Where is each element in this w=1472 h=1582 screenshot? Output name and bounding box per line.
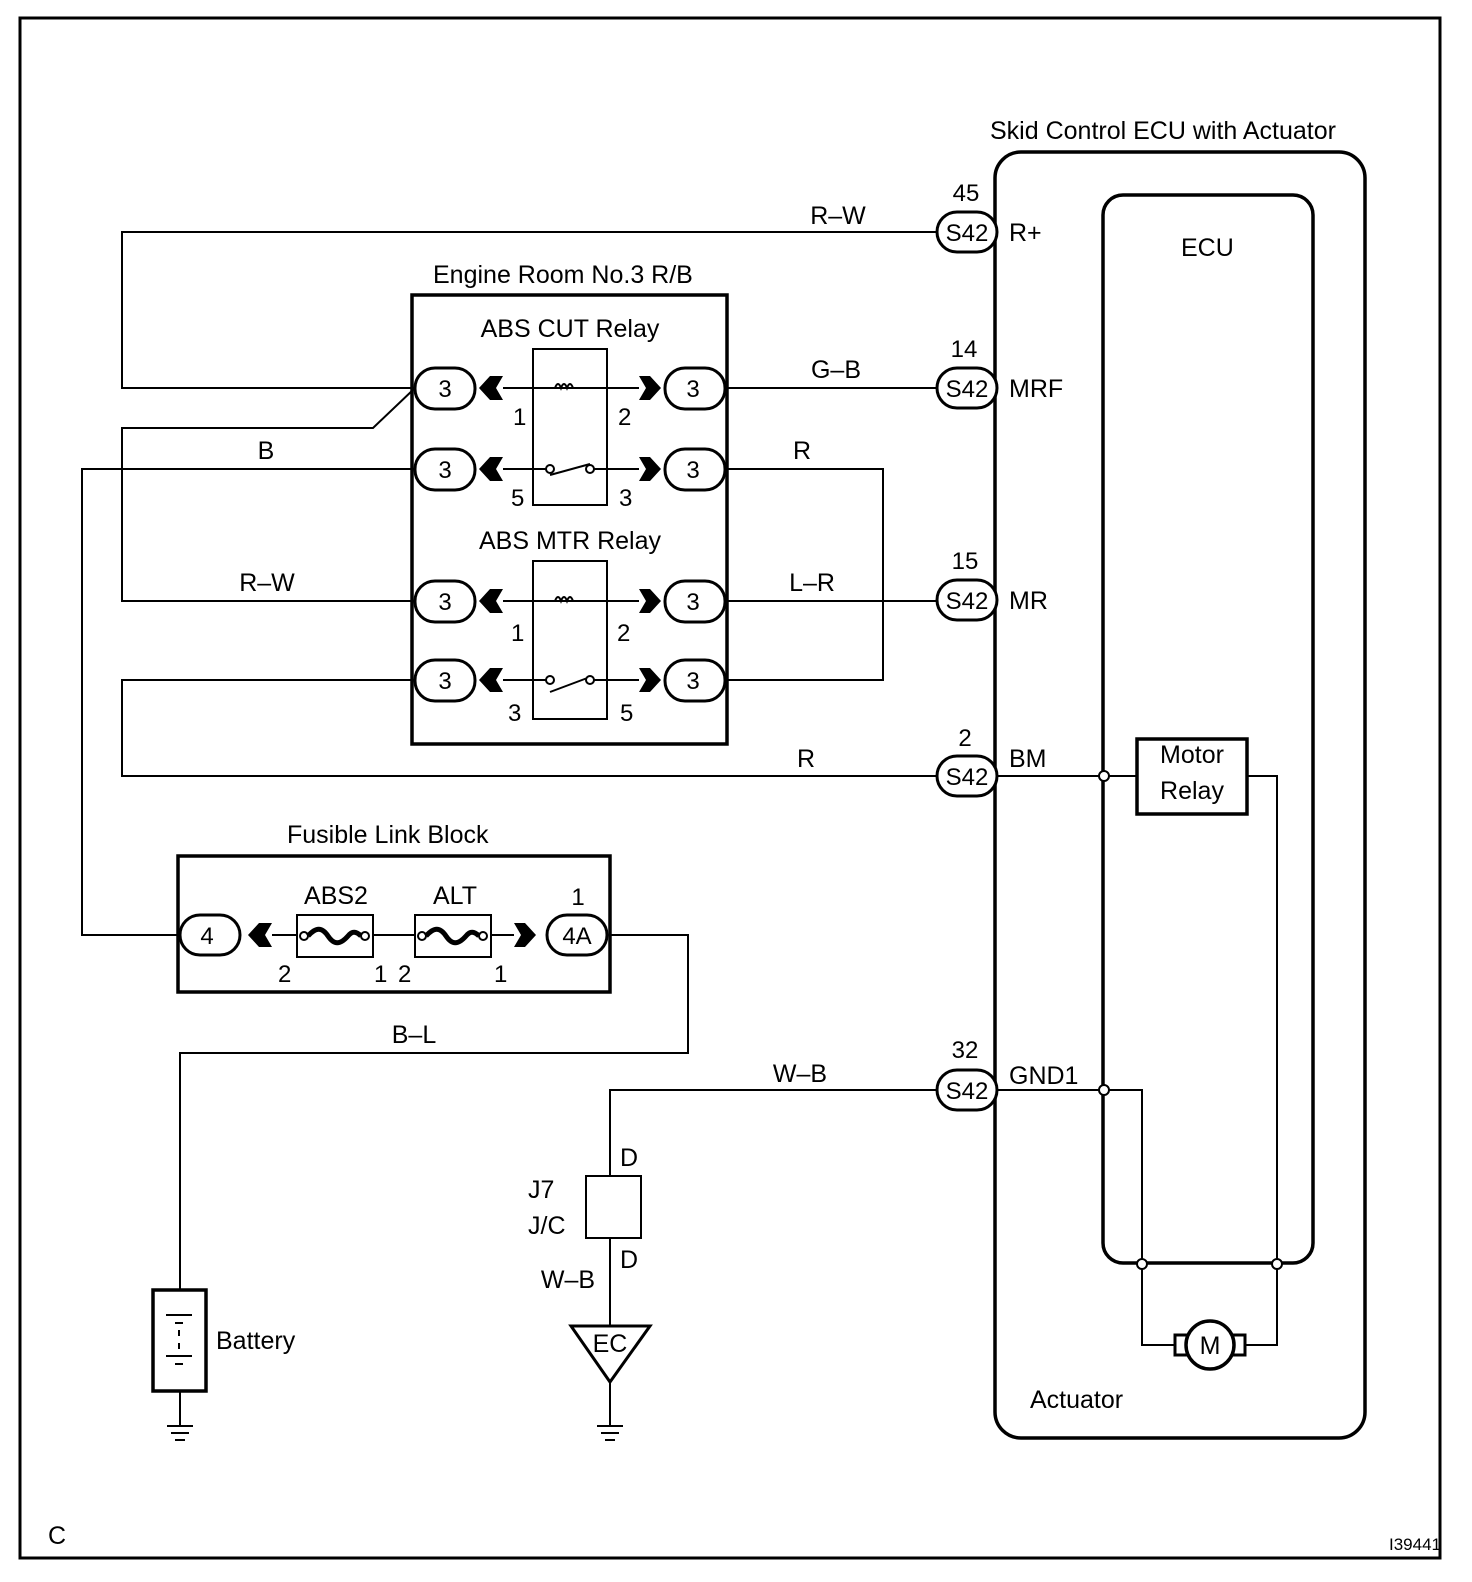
svg-text:3: 3 [508,700,521,727]
wire-label-l-r: L–R [789,569,835,597]
wire-label-g-b: G–B [811,356,861,384]
ground-icon [167,1425,193,1441]
battery-label: Battery [216,1327,296,1355]
terminal-name: MR [1009,587,1048,615]
engine-room-relay-block: Engine Room No.3 R/B ABS CUT Relay 1 2 5… [410,261,729,746]
junction-connector-id: J7 [528,1176,554,1204]
terminal-name: GND1 [1009,1062,1078,1090]
terminal-mr: 15 S42 MR [935,548,1048,622]
svg-text:14: 14 [951,336,978,363]
motor-relay-label-line1: Motor [1160,741,1224,769]
terminal-gnd1: 32 S42 GND1 [935,1037,1078,1112]
svg-text:15: 15 [952,548,979,575]
connector-label: S42 [946,764,989,791]
svg-text:3: 3 [438,668,451,695]
ground-icon [597,1425,623,1441]
corner-code: C [48,1522,66,1550]
wire-label-w-b: W–B [773,1060,827,1088]
wire-label-w-b-lower: W–B [541,1266,595,1294]
wire-label-r-mid: R [793,437,811,465]
svg-text:3: 3 [619,485,632,512]
fuse-alt: ALT 2 1 [398,882,507,988]
svg-text:2: 2 [398,961,411,988]
svg-text:3: 3 [438,589,451,616]
terminal-name: MRF [1009,375,1063,403]
junction-connector-j7: D J7 J/C D [528,1144,642,1274]
svg-text:1: 1 [494,961,507,988]
junction-connector-name: J/C [528,1212,566,1240]
motor-relay-label-line2: Relay [1160,777,1224,805]
actuator-housing [993,150,1367,1440]
svg-text:2: 2 [617,620,630,647]
svg-text:4: 4 [200,923,213,950]
connector-label: S42 [946,1078,989,1105]
ecu-block-title: Skid Control ECU with Actuator [990,117,1336,145]
ecu-box [1101,193,1315,1265]
connector-label: S42 [946,588,989,615]
skid-control-ecu-with-actuator: Skid Control ECU with Actuator ECU Actua… [935,117,1367,1440]
wire-label-r-w-mtr: R–W [239,569,295,597]
fusible-link-block-box [176,854,612,994]
wire-label-b: B [258,437,275,465]
relay-name: ABS CUT Relay [481,315,660,343]
svg-text:3: 3 [686,668,699,695]
svg-text:1: 1 [513,404,526,431]
relay-block-box [410,293,729,746]
fusible-link-block: Fusible Link Block 4 ABS2 2 1 ALT 2 1 1 [176,821,612,994]
fusible-link-block-title: Fusible Link Block [287,821,489,849]
terminal-r-plus: 45 S42 R+ [935,180,1042,254]
svg-text:3: 3 [438,457,451,484]
svg-text:45: 45 [953,180,980,207]
wiring: R–W R–W G–B B R L–R R B–L W–B W–B [81,202,937,1326]
svg-text:2: 2 [618,404,631,431]
svg-text:5: 5 [620,700,633,727]
relay-name: ABS MTR Relay [479,527,661,555]
svg-text:1: 1 [511,620,524,647]
terminal-name: BM [1009,745,1047,773]
wire-label-b-l: B–L [392,1021,437,1049]
svg-text:D: D [620,1144,638,1172]
terminal-mrf: 14 S42 MRF [935,336,1063,410]
connector-label: S42 [946,220,989,247]
svg-text:5: 5 [511,485,524,512]
figure-id: I39441 [1389,1535,1441,1554]
fuse-name: ALT [433,882,477,910]
diagram-frame [18,16,1442,1560]
actuator-label: Actuator [1030,1386,1123,1414]
svg-text:2: 2 [958,725,971,752]
connector-label: S42 [946,376,989,403]
ecu-label: ECU [1181,234,1234,262]
fuse-name: ABS2 [304,882,368,910]
motor-symbol: M [1200,1332,1221,1360]
svg-text:3: 3 [438,376,451,403]
ground-point-ec: EC [568,1324,653,1441]
svg-text:4A: 4A [562,923,591,950]
wire-label-r-w-top: R–W [810,202,866,230]
svg-text:1: 1 [571,884,584,911]
ground-point-label: EC [593,1330,628,1358]
svg-text:1: 1 [374,961,387,988]
motor-icon: M [1173,1319,1247,1371]
terminal-bm: 2 S42 BM [935,725,1047,798]
svg-text:32: 32 [952,1037,979,1064]
svg-text:3: 3 [686,376,699,403]
terminal-name: R+ [1009,219,1042,247]
abs-cut-relay: ABS CUT Relay 1 2 5 3 [481,315,660,512]
svg-text:3: 3 [686,457,699,484]
battery: Battery [151,1288,296,1441]
svg-text:D: D [620,1246,638,1274]
relay-block-title: Engine Room No.3 R/B [433,261,693,289]
svg-text:3: 3 [686,589,699,616]
svg-text:2: 2 [278,961,291,988]
wire-label-r-bm: R [797,745,815,773]
abs-mtr-relay: ABS MTR Relay 1 2 3 5 [479,527,661,727]
